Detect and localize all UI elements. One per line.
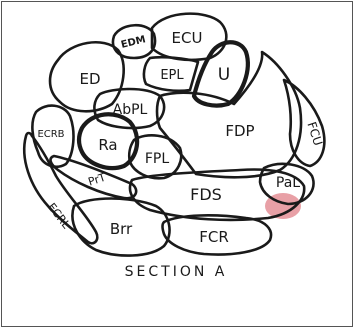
label-fpl: FPL: [145, 151, 169, 167]
ed-region: [48, 41, 125, 113]
ra-region: [76, 112, 140, 171]
label-edm: EDM: [120, 34, 147, 51]
fcr-region: [161, 214, 273, 256]
fpl-region: [127, 134, 183, 180]
figure-frame: [1, 1, 353, 327]
fcu-region: [282, 78, 326, 168]
edm-region: [111, 23, 157, 60]
u-region: [191, 40, 250, 108]
brr-region: [71, 197, 171, 257]
fdp-region: [155, 50, 303, 179]
epl-region: [142, 55, 200, 93]
label-fdp: FDP: [225, 122, 254, 140]
section-caption: SECTION A: [125, 264, 228, 280]
label-epl: EPL: [160, 68, 184, 83]
label-ecrb: ECRB: [37, 129, 64, 140]
label-fcr: FCR: [199, 228, 229, 246]
label-u: U: [218, 65, 230, 85]
pal-region: [258, 162, 315, 206]
abpl-region: [93, 87, 166, 130]
label-pal: PaL: [276, 175, 300, 191]
ecrl-region: [22, 131, 99, 245]
label-prt: PrT: [86, 171, 107, 189]
label-brr: Brr: [110, 220, 133, 238]
label-ed: ED: [79, 70, 100, 88]
label-ecu: ECU: [172, 29, 203, 47]
label-ra: Ra: [98, 136, 117, 154]
label-abpl: AbPL: [113, 102, 148, 118]
muscle-outlines: [22, 12, 326, 257]
label-fds: FDS: [190, 185, 222, 204]
